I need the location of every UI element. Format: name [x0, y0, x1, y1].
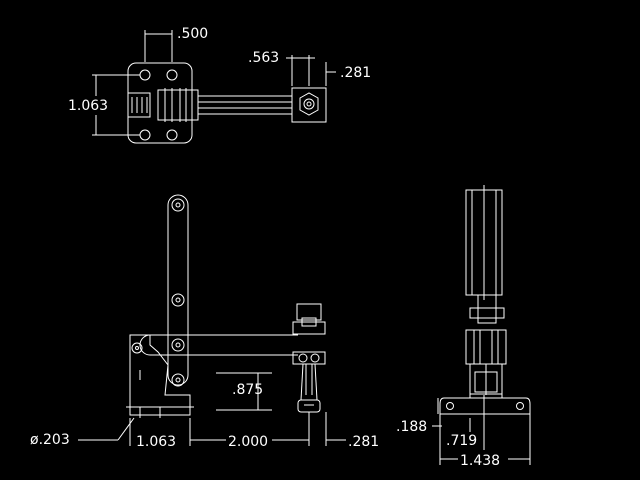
dim-end-half-width: .719 [446, 433, 477, 449]
bolt-hole [139, 69, 151, 81]
dim-side-height: .875 [232, 382, 263, 398]
dim-spindle-clearance: .281 [348, 434, 379, 450]
bolt-hole [166, 129, 178, 141]
dim-top-bolt-spacing: .500 [177, 26, 208, 42]
spindle-top-nut [296, 303, 322, 321]
linkage-stack [157, 89, 199, 121]
dim-end-height: .188 [396, 419, 427, 435]
pivot-block [127, 92, 151, 118]
dim-top-spindle-offset: .563 [248, 50, 279, 66]
dim-end-width: 1.438 [460, 453, 500, 469]
dim-top-nut-width: .281 [340, 65, 371, 81]
top-spindle-block [291, 87, 327, 123]
front-view: .875 1.063 2.000 .281 ø.203 [30, 194, 379, 450]
end-view: .188 .719 1.438 [396, 185, 531, 469]
dim-base-length: 1.063 [136, 434, 176, 450]
bolt-hole [166, 69, 178, 81]
dim-arm-length: 2.000 [228, 434, 268, 450]
bolt-hole [139, 129, 151, 141]
handle [167, 194, 189, 386]
dim-top-base-height: 1.063 [68, 98, 108, 114]
handle-pivot [171, 198, 185, 212]
dim-hole-diameter: ø.203 [30, 432, 70, 448]
spindle-pad [297, 399, 321, 413]
hex-nut [299, 92, 319, 116]
top-view: .500 .563 .281 1.063 [68, 26, 371, 144]
